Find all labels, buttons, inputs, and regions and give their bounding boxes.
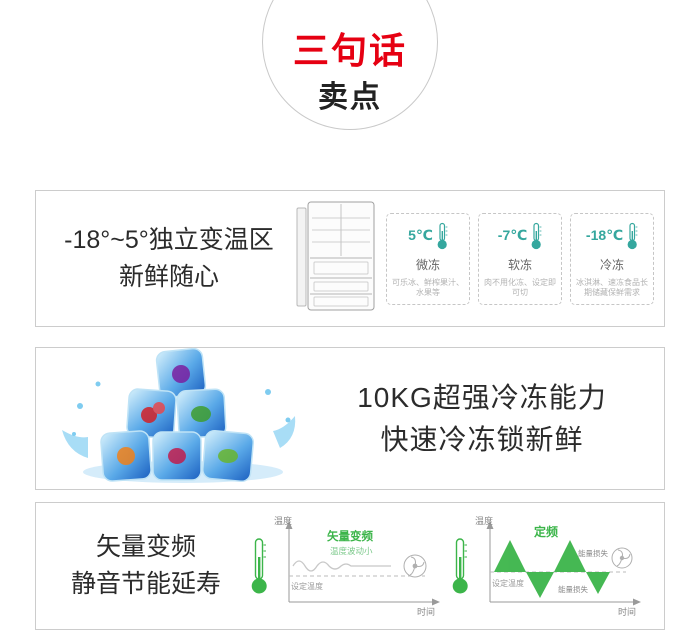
badge-subtitle: 卖点 [318,81,382,114]
zone-description: 冰淇淋、速冻食品长期储藏保鲜需求 [576,277,648,297]
zone-temp-row: -18℃ [574,222,650,250]
refrigerator-image [296,200,378,317]
section2-title-line2: 快速冷冻锁新鲜 [380,423,584,455]
thermometer-icon [531,222,542,249]
badge-title: 三句话 [292,30,407,71]
section2-title-line1: 10KG超强冷冻能力 [357,381,607,413]
setpoint-label: 设定温度 [291,581,323,591]
temp-zone-card-ruan-dong: -7℃ 软冻 肉不用化冻、设定即可切 [478,212,562,305]
ice-cubes-image [58,346,308,491]
freezing-capacity-section: 10KG超强冷冻能力 快速冷冻锁新鲜 [35,347,665,490]
zone-name: 冷冻 [599,257,624,272]
chart-title: 定频 [534,524,558,539]
refrigerator-icon [296,201,375,311]
zone-name: 软冻 [507,257,532,272]
fixed-frequency-chart-group: 温度 定频 能量损失 能量损失 设定温度 时间 [451,514,646,618]
variable-temp-zone-section: -18°~5°独立变温区 新鲜随心 5℃ [35,190,665,327]
inverter-section: 矢量变频 静音节能延寿 温度 设定温度 矢量变频 温度波动小 [35,502,665,630]
section3-title-line2: 静音节能延寿 [70,570,221,598]
thermometer-green-icon [251,538,267,594]
compressor-fan-icon [611,547,633,569]
x-axis-label: 时间 [417,606,435,617]
vector-inverter-temperature-chart: 温度 设定温度 矢量变频 温度波动小 时间 [274,515,440,617]
y-axis-label: 温度 [274,515,292,526]
zone-description: 可乐冰、鲜榨果汁、水果等 [392,277,464,297]
section2-title: 10KG超强冷冻能力 快速冷冻锁新鲜 [308,377,656,461]
zone-name: 微冻 [415,257,440,272]
zone-temp-value: 5℃ [408,227,433,243]
chart-title: 矢量变频 [327,529,373,543]
temp-zone-card-wei-dong: 5℃ 微冻 可乐冰、鲜榨果汁、水果等 [386,212,470,305]
thermometer-icon [437,222,448,249]
frozen-food-ice-cubes-illustration [62,347,296,483]
section1-title: -18°~5°独立变温区 新鲜随心 [44,222,294,296]
y-axis-label: 温度 [475,515,493,526]
section3-title-line1: 矢量变频 [95,533,196,561]
zone-temp-value: -18℃ [585,227,624,243]
temperature-fluctuation-wave [494,540,610,598]
zone-temp-row: 5℃ [390,222,466,250]
energy-loss-label-top: 能量损失 [578,548,608,558]
thermometer-icon [627,222,638,249]
thermometer-green-icon [452,538,468,594]
fixed-frequency-temperature-chart: 温度 定频 能量损失 能量损失 设定温度 时间 [475,515,641,617]
zone-description: 肉不用化冻、设定即可切 [484,277,556,297]
section1-title-line2: 新鲜随心 [118,262,219,291]
temp-zone-card-leng-dong: -18℃ 冷冻 冰淇淋、速冻食品长期储藏保鲜需求 [570,212,654,305]
zone-temp-value: -7℃ [497,227,528,243]
energy-loss-label-bottom: 能量损失 [558,584,588,594]
setpoint-label: 设定温度 [492,578,524,588]
section1-title-line1: -18°~5°独立变温区 [64,225,274,254]
compressor-fan-icon [403,554,427,578]
temp-zone-list: 5℃ 微冻 可乐冰、鲜榨果汁、水果等 -7℃ [386,212,656,305]
vector-inverter-chart-group: 温度 设定温度 矢量变频 温度波动小 时间 [250,514,445,618]
chart-subtitle: 温度波动小 [330,546,373,556]
zone-temp-row: -7℃ [482,222,558,250]
section3-title: 矢量变频 静音节能延寿 [42,529,250,603]
x-axis-label: 时间 [618,606,636,617]
